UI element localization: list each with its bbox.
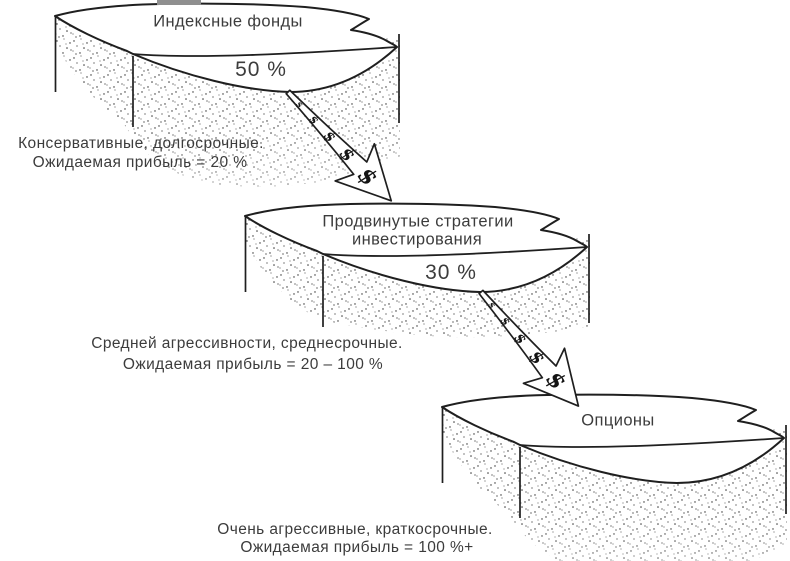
level-1-description-line2: Ожидаемая прибыль = 20 % <box>32 154 248 171</box>
level-3-label: Опционы <box>581 411 655 430</box>
arrow-body <box>478 289 580 407</box>
level-1-label: Индексные фонды <box>153 12 303 31</box>
arrow-body <box>285 89 393 202</box>
dollar-icon: $ <box>294 99 305 110</box>
level-3-description-line1: Очень агрессивные, краткосрочные. <box>217 521 493 538</box>
level-2-label-line1: Продвинутые стратегии <box>322 212 514 231</box>
dollar-flow-arrow-2: $ $ $ $ $ <box>478 289 580 407</box>
level-2-description-line2: Ожидаемая прибыль = 20 – 100 % <box>122 356 384 373</box>
level-2-label-line2: инвестирования <box>351 230 483 249</box>
level-2-allocation: 30 % <box>425 261 477 284</box>
level-2-description-line1: Средней агрессивности, среднесрочные. <box>91 335 403 352</box>
level-1-description-line1: Консервативные, долгосрочные. <box>18 135 264 152</box>
level-3-platform <box>441 393 787 561</box>
level-3-description-line2: Ожидаемая прибыль = 100 %+ <box>240 539 474 556</box>
level-1-allocation: 50 % <box>235 58 287 81</box>
level-1-platform <box>54 2 400 187</box>
dollar-flow-arrow-1: $ $ $ $ $ <box>285 89 393 202</box>
dollar-icon: $ <box>486 300 498 311</box>
scan-artifact-bar <box>157 0 201 5</box>
level-2-platform <box>244 202 590 338</box>
